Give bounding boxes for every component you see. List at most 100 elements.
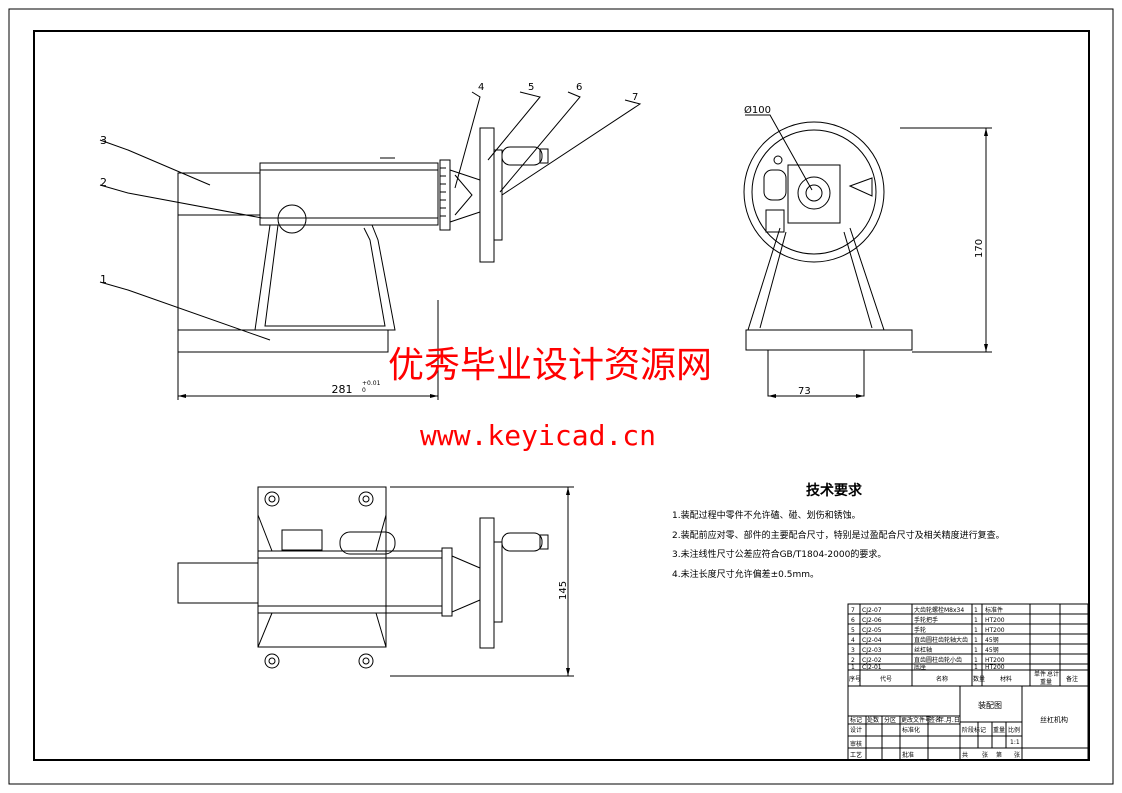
side-view <box>743 114 992 398</box>
bom-cell: 1 <box>974 637 978 644</box>
bom-table <box>847 603 1089 687</box>
front-view: 281 +0.01 0 <box>99 91 642 400</box>
watermark-title: 优秀毕业设计资源网 <box>388 345 712 386</box>
bom-cell: 5 <box>851 627 855 634</box>
part-label-2: 2 <box>100 176 107 189</box>
rev-header-mark: 标记 <box>850 716 862 724</box>
bom-header-single: 单件 <box>1034 670 1046 678</box>
bom-cell: CJ2-03 <box>862 647 882 654</box>
title-sheet-unit-2: 张 <box>1014 751 1020 759</box>
bom-cell: HT200 <box>985 664 1005 671</box>
title-designer: 设计 <box>850 726 862 734</box>
bom-cell: 45钢 <box>985 636 999 644</box>
tech-req-item-1: 1.装配过程中零件不允许磕、碰、划伤和锈蚀。 <box>672 509 861 521</box>
bom-cell: 直齿圆柱齿轮轴大齿 <box>914 636 968 644</box>
bom-row: 2 CJ2-02 直齿圆柱齿轮小齿 1 HT200 <box>851 656 1005 664</box>
bom-header-material: 材料 <box>1000 675 1012 683</box>
bom-cell: CJ2-01 <box>862 664 882 671</box>
bom-row: 7 CJ2-07 大齿轮螺栓M8x34 1 标准件 <box>851 606 1003 614</box>
bom-cell: 底座 <box>914 663 926 671</box>
title-audit: 审核 <box>850 740 862 748</box>
part-label-6: 6 <box>576 82 582 93</box>
bom-header-code: 代号 <box>880 675 892 683</box>
bom-header-weight: 重量 <box>1040 678 1052 686</box>
dim-depth: 145 <box>558 581 569 600</box>
bom-row: 1 CJ2-01 底座 1 HT200 <box>851 663 1005 671</box>
rev-header-count: 处数 <box>867 716 879 724</box>
bom-cell: 1 <box>974 607 978 614</box>
bom-cell: HT200 <box>985 657 1005 664</box>
part-label-5: 5 <box>528 82 534 93</box>
bom-cell: 4 <box>851 637 855 644</box>
bom-cell: 手轮把手 <box>914 616 938 624</box>
bom-cell: CJ2-02 <box>862 657 882 664</box>
bom-cell: 1 <box>974 627 978 634</box>
title-stage-label: 阶段标记 <box>962 726 986 734</box>
dim-height: 170 <box>974 239 985 258</box>
bom-header-seq: 序号 <box>849 675 861 683</box>
bom-cell: 45钢 <box>985 646 999 654</box>
bom-cell: 3 <box>851 647 855 654</box>
bom-cell: 大齿轮螺栓M8x34 <box>914 606 964 614</box>
dim-length: 281 <box>332 383 353 396</box>
title-org: 丝杠机构 <box>1040 715 1068 724</box>
bom-row: 6 CJ2-06 手轮把手 1 HT200 <box>851 616 1005 624</box>
bom-header-qty: 数量 <box>973 675 985 683</box>
bom-row: 4 CJ2-04 直齿圆柱齿轮轴大齿 1 45钢 <box>851 636 999 644</box>
bom-header-total: 总计 <box>1047 670 1059 678</box>
bom-cell: CJ2-07 <box>862 607 882 614</box>
tech-req-item-2: 2.装配前应对零、部件的主要配合尺寸，特别是过盈配合尺寸及相关精度进行复查。 <box>672 529 1005 541</box>
dim-length-tol: +0.01 <box>362 380 381 387</box>
title-drawing-name: 装配图 <box>978 700 1002 710</box>
bom-cell: 1 <box>974 617 978 624</box>
dim-width: 73 <box>798 386 811 397</box>
part-label-7: 7 <box>632 92 638 103</box>
rev-header-date: 年.月.日 <box>938 716 960 724</box>
title-sheet-unit: 张 <box>982 751 988 759</box>
title-block <box>847 685 1089 761</box>
bom-header-name: 名称 <box>936 675 948 683</box>
inner-frame <box>33 30 1090 761</box>
bom-cell: CJ2-05 <box>862 627 882 634</box>
dim-length-tol0: 0 <box>362 387 366 394</box>
bom-cell: HT200 <box>985 627 1005 634</box>
bom-cell: 丝杠轴 <box>914 646 932 654</box>
bom-cell: 1 <box>974 657 978 664</box>
dim-diameter: Ø100 <box>744 104 771 116</box>
title-standard: 标准化 <box>902 726 920 734</box>
bom-cell: 标准件 <box>985 606 1003 614</box>
bom-cell: 6 <box>851 617 855 624</box>
title-approve: 批准 <box>902 751 914 759</box>
bom-cell: 7 <box>851 607 855 614</box>
bom-row: 3 CJ2-03 丝杠轴 1 45钢 <box>851 646 999 654</box>
bom-row: 5 CJ2-05 手轮 1 HT200 <box>851 626 1005 634</box>
bom-cell: HT200 <box>985 617 1005 624</box>
bom-cell: CJ2-06 <box>862 617 882 624</box>
watermark-url: www.keyicad.cn <box>420 419 656 452</box>
part-label-3: 3 <box>100 134 107 147</box>
part-label-1: 1 <box>100 273 107 286</box>
title-sheet-total: 共 <box>962 751 968 759</box>
bom-cell: 1 <box>851 664 855 671</box>
bom-cell: 2 <box>851 657 855 664</box>
bom-cell: CJ2-04 <box>862 637 882 644</box>
title-process: 工艺 <box>850 751 862 759</box>
tech-req-item-3: 3.未注线性尺寸公差应符合GB/T1804-2000的要求。 <box>672 548 886 560</box>
title-weight-label: 重量 <box>993 726 1005 734</box>
tech-req-heading: 技术要求 <box>806 482 863 499</box>
bom-cell: 手轮 <box>914 626 926 634</box>
top-view <box>177 486 574 677</box>
tech-req-item-4: 4.未注长度尺寸允许偏差±0.5mm。 <box>672 568 819 580</box>
outer-border <box>8 8 1114 785</box>
bom-cell: 1 <box>974 647 978 654</box>
title-sheet-no: 第 <box>996 751 1002 759</box>
rev-header-docno: 更改文件号 <box>901 716 931 724</box>
rev-header-sign: 签名 <box>929 716 941 724</box>
bom-cell: 1 <box>974 664 978 671</box>
bom-header-remark: 备注 <box>1066 675 1078 683</box>
title-scale-label: 比例 <box>1008 726 1020 734</box>
bom-cell: 直齿圆柱齿轮小齿 <box>914 656 962 664</box>
rev-header-zone: 分区 <box>884 716 896 724</box>
title-scale: 1:1 <box>1010 739 1020 746</box>
